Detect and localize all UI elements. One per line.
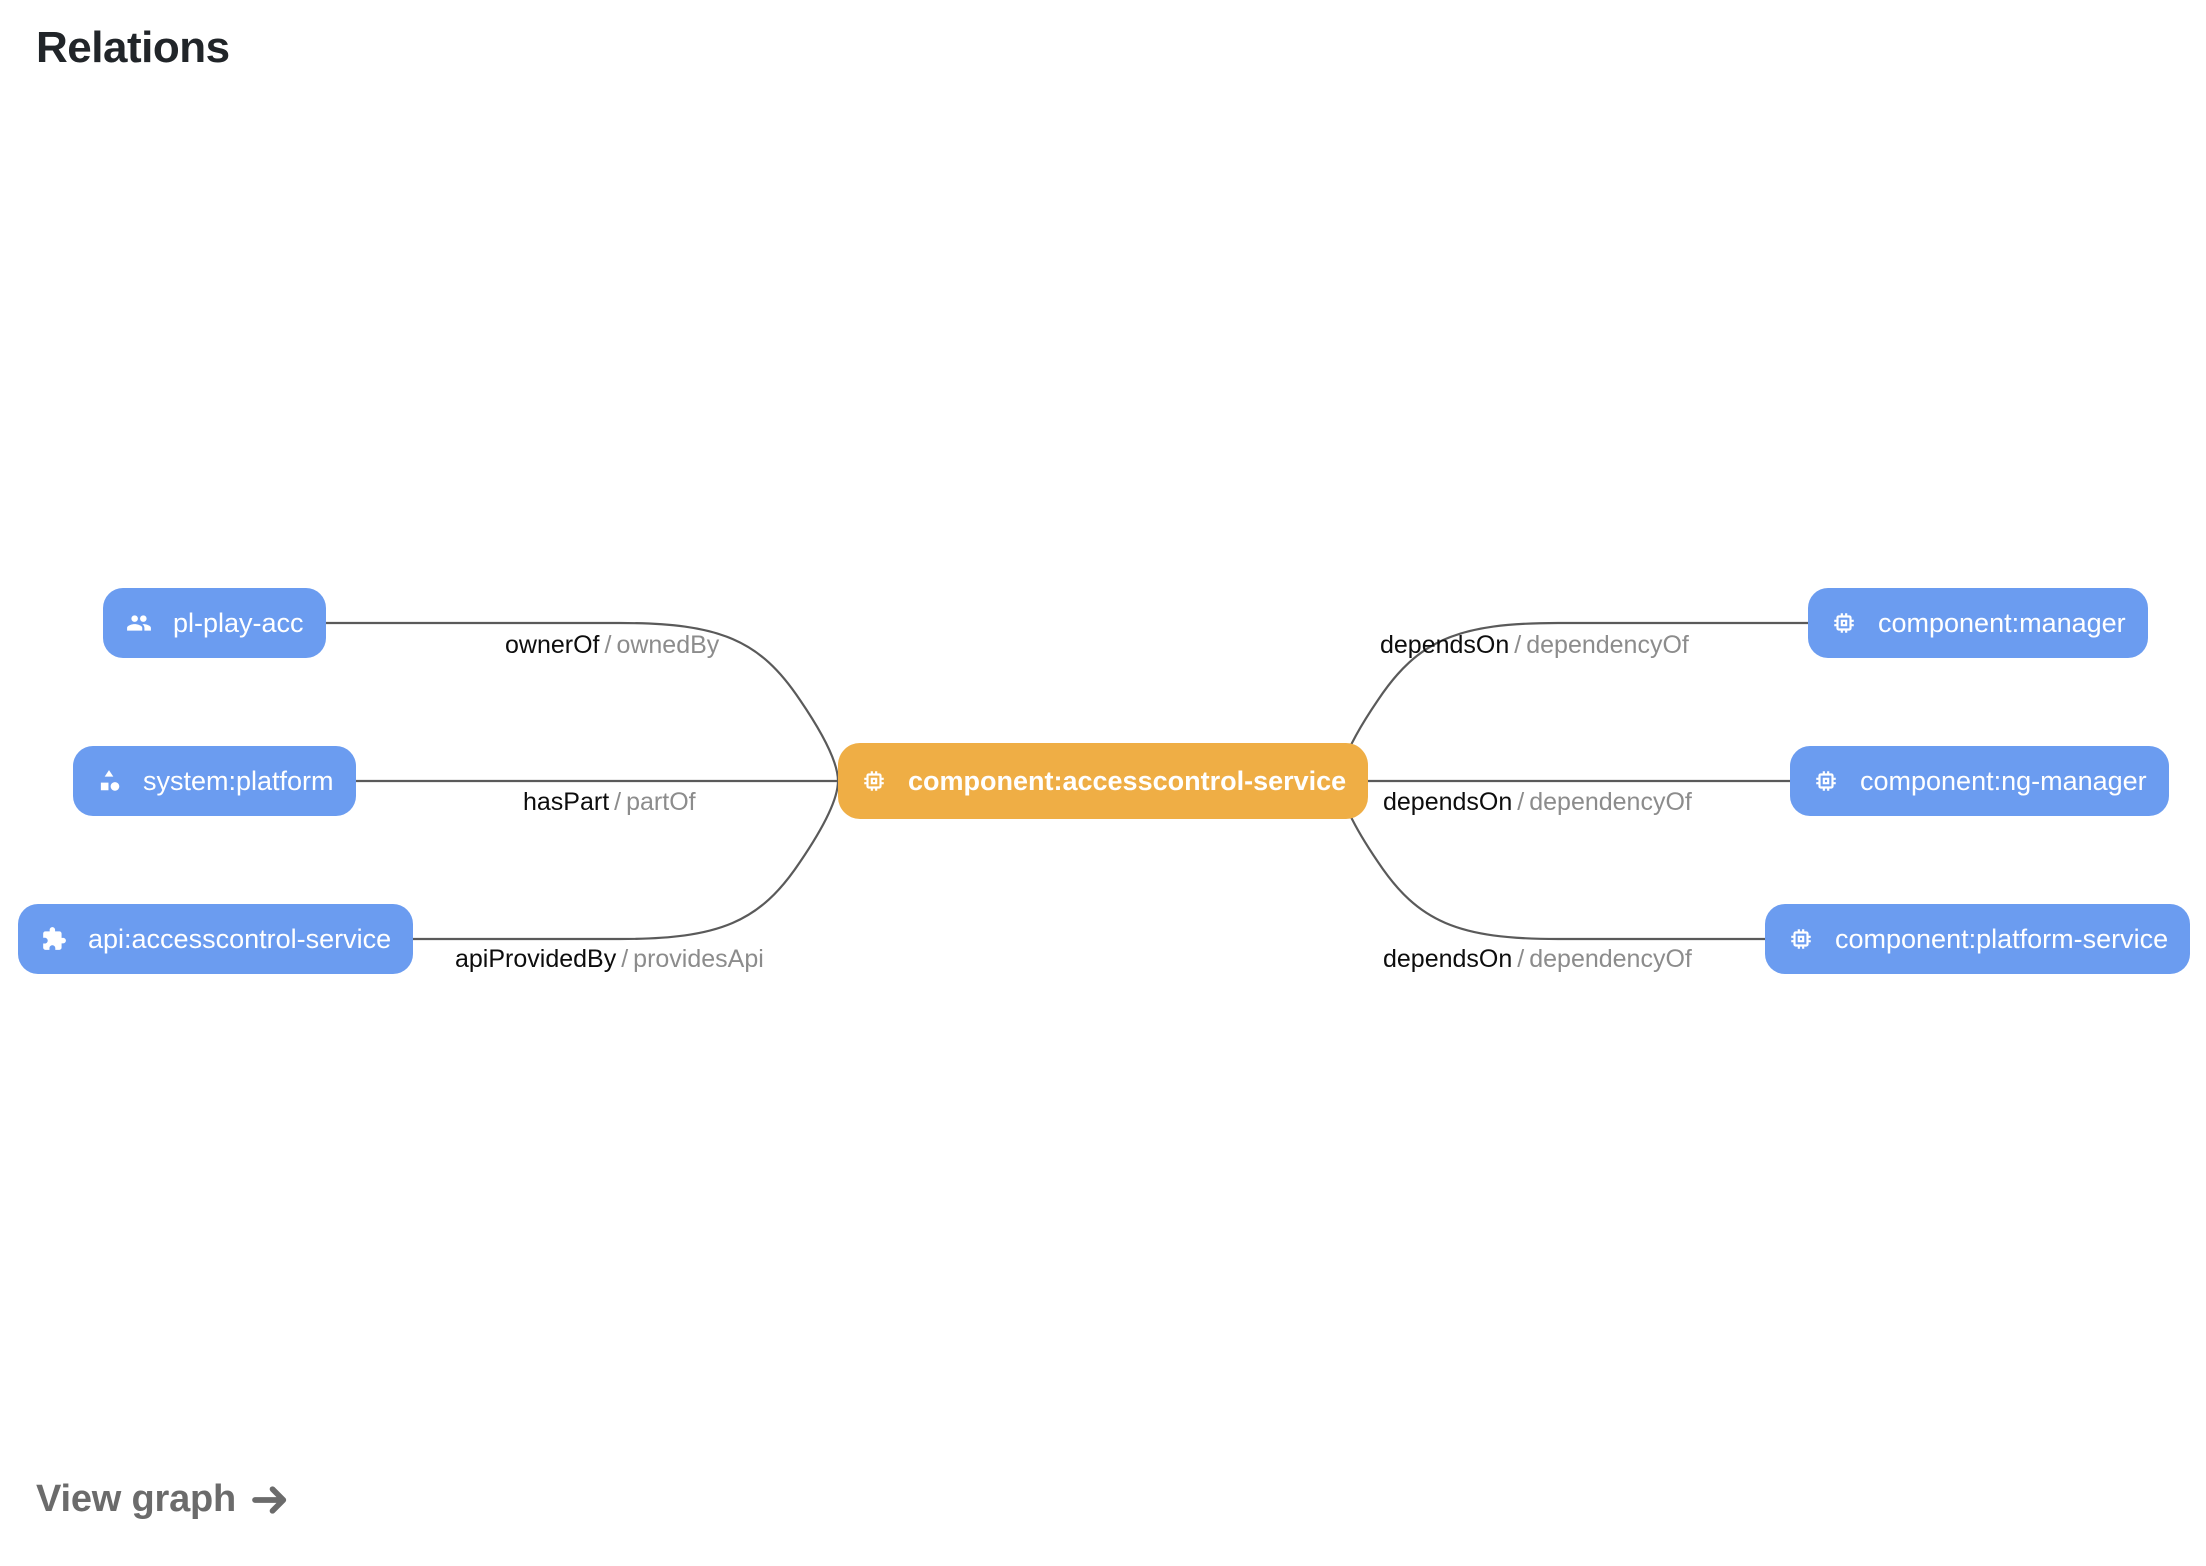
puzzle-piece-icon <box>40 925 68 953</box>
graph-node-component-ng-manager[interactable]: component:ng-manager <box>1790 746 2169 816</box>
memory-chip-icon <box>1787 925 1815 953</box>
edge-label-reverse: dependencyOf <box>1526 631 1689 659</box>
edge-label-reverse: dependencyOf <box>1529 945 1692 973</box>
graph-node-component-platform-service[interactable]: component:platform-service <box>1765 904 2191 974</box>
edge-label-hasPart: hasPart/partOf <box>523 790 696 815</box>
edge-label-forward: dependsOn <box>1383 788 1513 816</box>
edge-label-reverse: partOf <box>626 788 696 816</box>
edge-label-separator: / <box>1514 631 1522 659</box>
graph-node-label: component:manager <box>1878 607 2126 638</box>
edge-label-dependsOn-ng-manager: dependsOn/dependencyOf <box>1383 790 1692 815</box>
graph-node-label: component:ng-manager <box>1860 765 2147 796</box>
graph-node-label: system:platform <box>143 765 334 796</box>
edge-label-apiProvidedBy: apiProvidedBy/providesApi <box>455 947 764 972</box>
graph-node-label: component:accesscontrol-service <box>908 765 1347 796</box>
view-graph-link[interactable]: View graph <box>36 1478 290 1521</box>
graph-node-center-component-accesscontrol-service[interactable]: component:accesscontrol-service <box>838 743 1369 819</box>
graph-node-label: api:accesscontrol-service <box>88 923 392 954</box>
edge-label-reverse: providesApi <box>633 945 764 973</box>
edge-apiProvidedBy <box>410 780 840 941</box>
edge-label-reverse: ownedBy <box>616 631 720 659</box>
edge-label-separator: / <box>1517 945 1525 973</box>
graph-node-pl-play-acc[interactable]: pl-play-acc <box>103 588 326 658</box>
edge-label-dependsOn-manager: dependsOn/dependencyOf <box>1380 633 1689 658</box>
edge-label-ownerOf: ownerOf/ownedBy <box>505 633 719 658</box>
edge-label-separator: / <box>614 788 622 816</box>
relations-graph-canvas: pl-play-acc system:platform api:accessco… <box>18 588 2191 974</box>
graph-edges <box>326 621 1808 941</box>
memory-chip-icon <box>1812 767 1840 795</box>
edge-label-separator: / <box>621 945 629 973</box>
graph-node-label: component:platform-service <box>1835 923 2169 954</box>
edge-label-forward: dependsOn <box>1383 945 1513 973</box>
graph-node-component-manager[interactable]: component:manager <box>1808 588 2148 658</box>
graph-node-api-accesscontrol-service[interactable]: api:accesscontrol-service <box>18 904 414 974</box>
edge-label-separator: / <box>604 631 612 659</box>
arrow-right-icon <box>250 1483 290 1517</box>
graph-node-system-platform[interactable]: system:platform <box>73 746 356 816</box>
edge-label-reverse: dependencyOf <box>1529 788 1692 816</box>
memory-chip-icon <box>860 767 888 795</box>
edge-label-forward: dependsOn <box>1380 631 1510 659</box>
category-shapes-icon <box>95 767 123 795</box>
edge-label-dependsOn-platform-service: dependsOn/dependencyOf <box>1383 947 1692 972</box>
memory-chip-icon <box>1830 609 1858 637</box>
edge-label-forward: apiProvidedBy <box>455 945 617 973</box>
page-title: Relations <box>36 23 230 72</box>
edge-ownerOf <box>326 621 840 782</box>
edge-label-forward: ownerOf <box>505 631 600 659</box>
people-group-icon <box>125 609 153 637</box>
edge-label-forward: hasPart <box>523 788 610 816</box>
graph-node-label: pl-play-acc <box>173 607 304 638</box>
view-graph-label: View graph <box>36 1478 237 1520</box>
edge-label-separator: / <box>1517 788 1525 816</box>
